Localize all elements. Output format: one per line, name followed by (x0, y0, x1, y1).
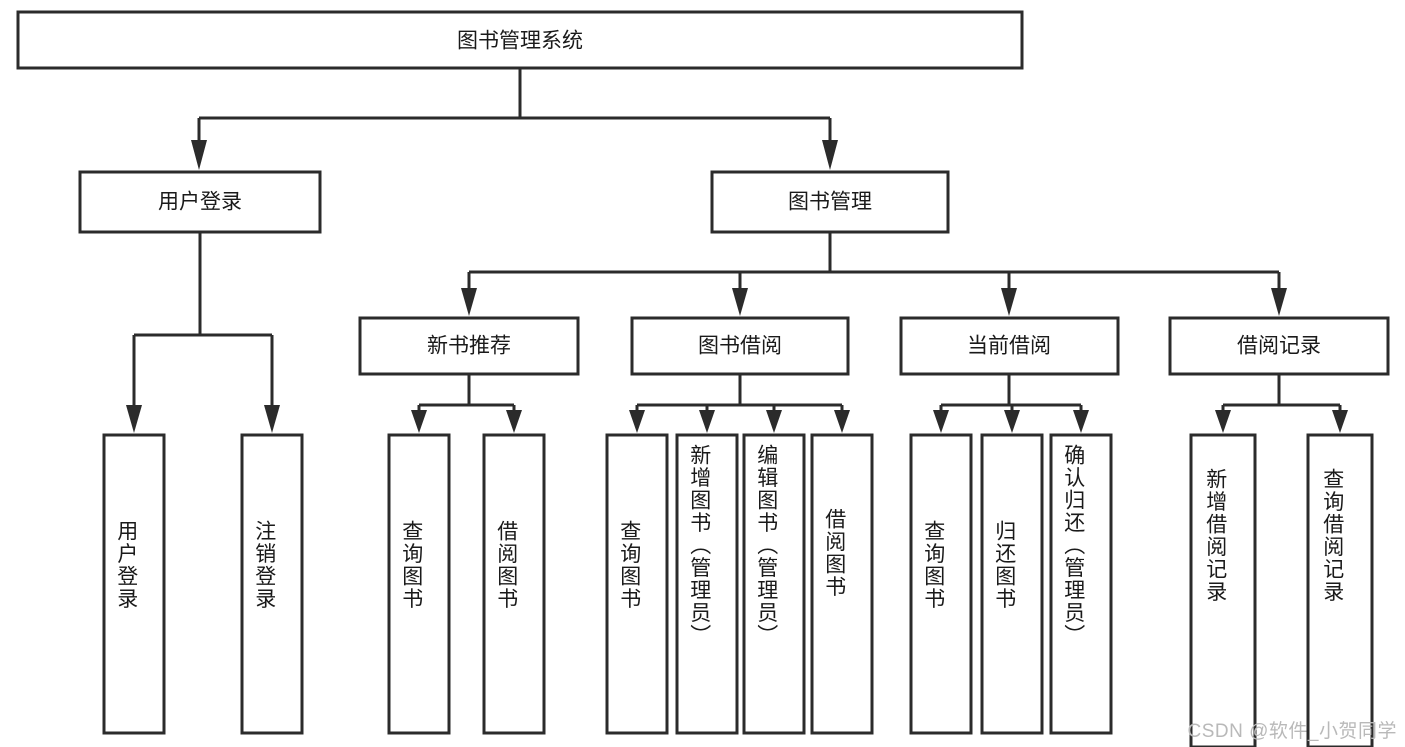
node-user-login[interactable] (78, 170, 322, 234)
arrow-head-user-login (191, 140, 207, 170)
node-layer: 图书管理系统 用户登录 图书管理 新书推荐 图书借阅 当前借阅 借阅记录 (16, 10, 1390, 747)
node-root[interactable] (16, 10, 1024, 70)
arrow-head-leaf-return-book (1004, 410, 1020, 433)
node-leaf-logout[interactable] (240, 433, 304, 735)
csdn-watermark: CSDN @软件_小贺同学 (1187, 721, 1397, 742)
arrow-head-leaf-query-record (1332, 410, 1348, 433)
arrow-head-leaf-query-book-2 (629, 410, 645, 433)
node-leaf-query-book-2[interactable] (605, 433, 669, 735)
node-leaf-return-book[interactable] (980, 433, 1044, 735)
node-current-borrow-label: 当前借阅 (967, 335, 1051, 358)
node-leaf-query-record[interactable] (1306, 433, 1374, 747)
arrow-head-leaf-add-book (699, 410, 715, 433)
node-new-book-rec[interactable] (358, 316, 580, 376)
node-root-label: 图书管理系统 (457, 30, 583, 53)
node-leaf-borrow-book-1[interactable] (482, 433, 546, 735)
node-leaf-confirm-return[interactable] (1049, 433, 1113, 735)
arrow-head-leaf-confirm-return (1073, 410, 1089, 433)
node-book-manage-label: 图书管理 (788, 191, 872, 214)
arrow-head-leaf-query-book-3 (933, 410, 949, 433)
node-book-borrow-label: 图书借阅 (698, 335, 782, 358)
arrow-head-book-manage (822, 140, 838, 170)
node-user-login-label: 用户登录 (158, 191, 242, 214)
node-leaf-user-login[interactable] (102, 433, 166, 735)
connector-layer (126, 68, 1348, 433)
arrow-head-leaf-edit-book (766, 410, 782, 433)
node-new-book-rec-label: 新书推荐 (427, 335, 511, 358)
node-current-borrow[interactable] (899, 316, 1120, 376)
node-leaf-query-book-1[interactable] (387, 433, 451, 735)
node-book-borrow[interactable] (630, 316, 850, 376)
arrow-head-leaf-borrow-book-2 (834, 410, 850, 433)
node-leaf-add-record[interactable] (1189, 433, 1257, 747)
arrow-head-leaf-add-record (1215, 410, 1231, 433)
arrow-head-leaf-logout (264, 405, 280, 433)
node-leaf-borrow-book-2[interactable] (810, 433, 874, 735)
arrow-head-current-borrow (1001, 288, 1017, 316)
arrow-head-book-borrow (732, 288, 748, 316)
node-book-manage[interactable] (710, 170, 950, 234)
node-leaf-add-book[interactable] (675, 433, 739, 735)
node-borrow-record-label: 借阅记录 (1237, 335, 1321, 358)
arrow-head-leaf-borrow-book-1 (506, 410, 522, 433)
node-leaf-query-book-3[interactable] (909, 433, 973, 735)
arrow-head-new-book-rec (461, 288, 477, 316)
arrow-head-borrow-record (1271, 288, 1287, 316)
node-borrow-record[interactable] (1168, 316, 1390, 376)
node-leaf-edit-book[interactable] (742, 433, 806, 735)
arrow-head-leaf-query-book-1 (411, 410, 427, 433)
arrow-head-leaf-user-login (126, 405, 142, 433)
